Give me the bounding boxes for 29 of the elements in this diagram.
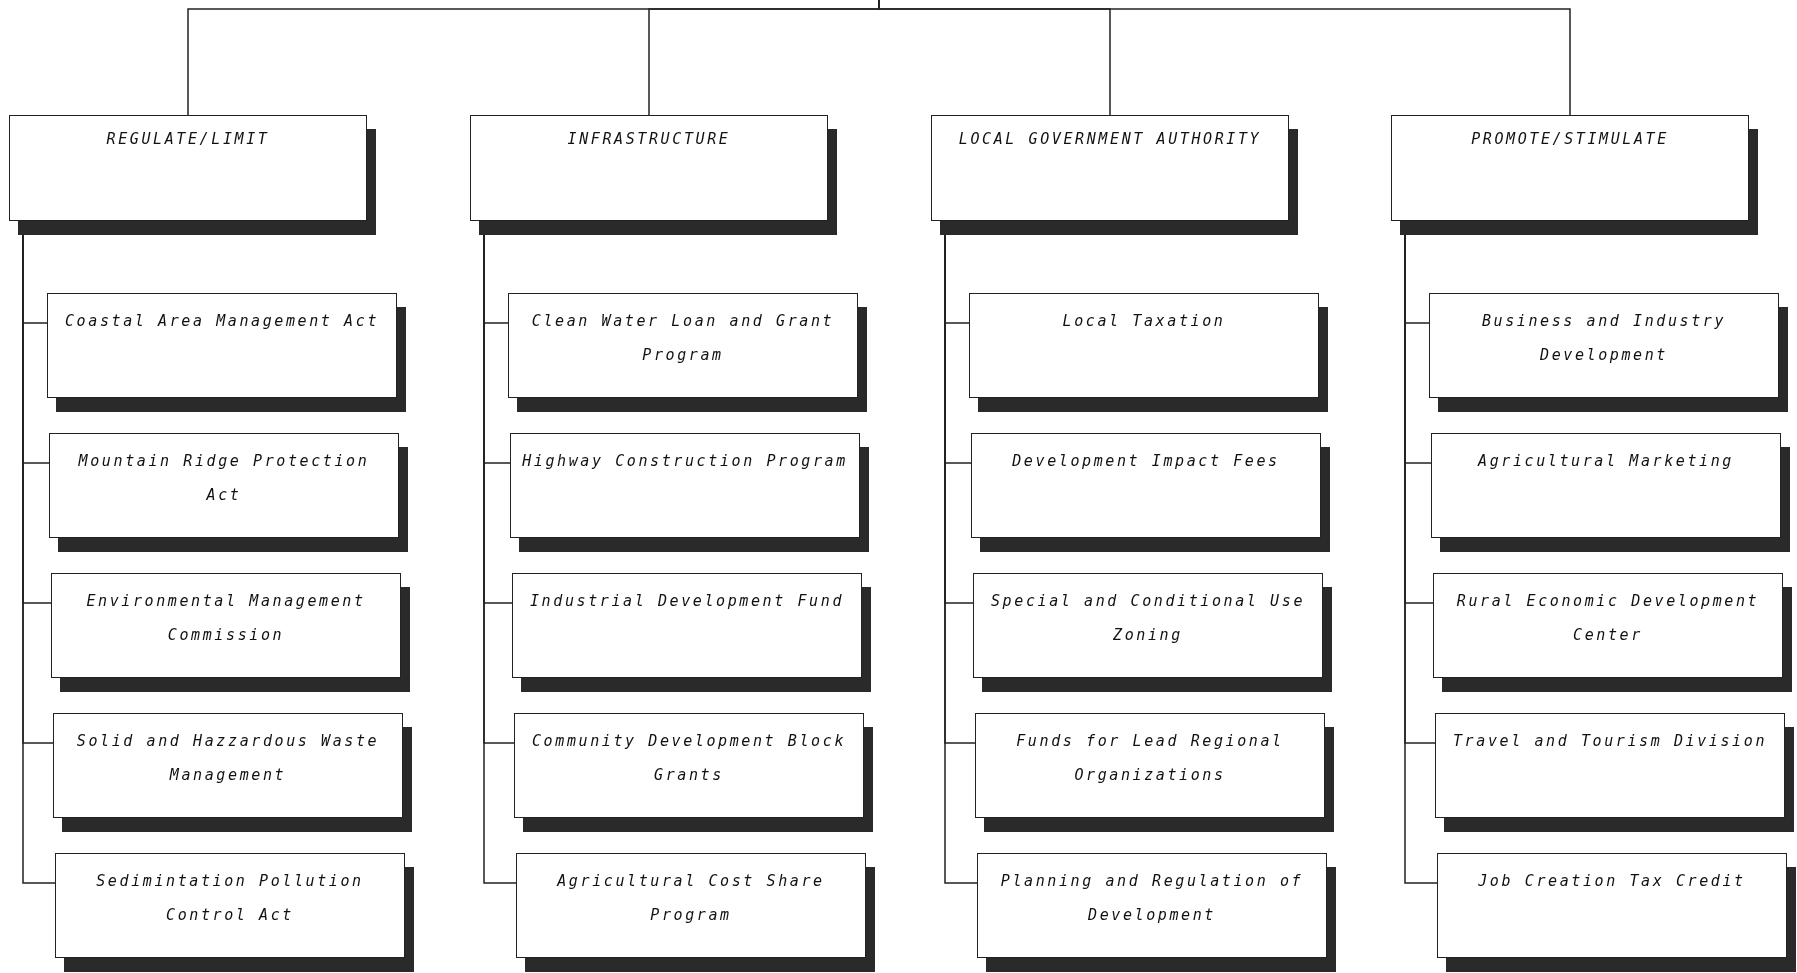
program-label: Clean Water Loan and Grant Program — [530, 311, 836, 366]
connector-line — [878, 0, 1571, 116]
program-label: Special and Conditional Use Zoning — [990, 591, 1306, 646]
program-label: Industrial Development Fund — [529, 591, 845, 612]
program-label: Travel and Tourism Division — [1452, 731, 1768, 752]
program-label: Development Impact Fees — [1011, 451, 1281, 472]
connector-line — [1404, 234, 1438, 884]
program-label: Community Development Block Grants — [531, 731, 847, 786]
connector-line — [483, 234, 517, 884]
program-label: Agricultural Marketing — [1476, 451, 1735, 472]
category-label: REGULATE/LIMIT — [105, 129, 271, 150]
program-label: Highway Construction Program — [521, 451, 849, 472]
program-label: Job Creation Tax Credit — [1477, 871, 1747, 892]
connector-line — [944, 234, 978, 884]
category-label: LOCAL GOVERNMENT AUTHORITY — [957, 129, 1263, 150]
program-label: Solid and Hazzardous Waste Management — [75, 731, 381, 786]
category-label: PROMOTE/STIMULATE — [1470, 129, 1670, 150]
program-label: Coastal Area Management Act — [64, 311, 380, 332]
program-label: Agricultural Cost Share Program — [555, 871, 826, 926]
connector-line — [22, 234, 56, 884]
program-label: Environmental Management Commission — [85, 591, 367, 646]
program-label: Mountain Ridge Protection Act — [77, 451, 371, 506]
category-label: INFRASTRUCTURE — [566, 129, 732, 150]
program-label: Sedimintation Pollution Control Act — [95, 871, 365, 926]
program-label: Planning and Regulation of Development — [999, 871, 1305, 926]
program-label: Business and Industry Development — [1480, 311, 1728, 366]
program-label: Rural Economic Development Center — [1455, 591, 1761, 646]
program-label: Funds for Lead Regional Organizations — [1015, 731, 1285, 786]
program-label: Local Taxation — [1061, 311, 1227, 332]
